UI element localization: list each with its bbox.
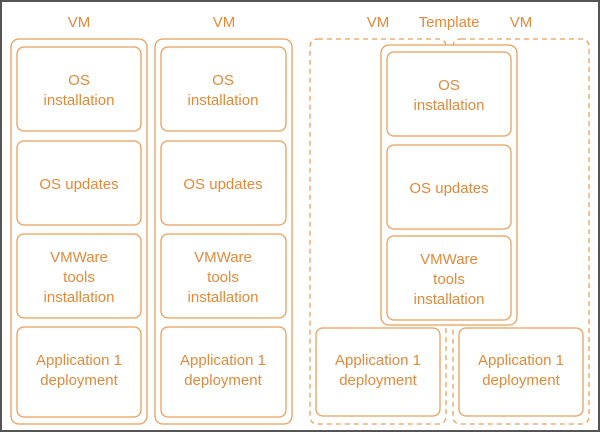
template-vmware-tools-text: VMWare tools installation	[414, 251, 485, 308]
vm-right-app-box: Application 1 deployment	[458, 327, 584, 417]
vm2-os-installation-box: OS installation	[160, 46, 287, 132]
vm1-outline	[10, 38, 148, 425]
label-line: installation	[414, 97, 485, 114]
label-line: tools	[207, 269, 239, 286]
label-line: deployment	[184, 372, 262, 389]
vm2-outline	[154, 38, 293, 425]
label-line: installation	[188, 92, 259, 109]
label-line: OS	[438, 77, 460, 94]
label-line: VMWare	[420, 251, 478, 268]
label-line: Application 1	[180, 352, 266, 369]
label-line: deployment	[339, 372, 417, 389]
vm2-os-updates-text: OS updates	[183, 176, 262, 193]
vm2-label: VM	[213, 14, 236, 31]
template-outline	[380, 44, 518, 326]
vm2-container: OS installation OS updates VMWare tools ins…	[154, 38, 293, 425]
vm1-app-box: Application 1 deployment	[16, 326, 142, 418]
vm2-vmware-tools-text: VMWare tools installation	[188, 249, 259, 306]
vm1-vmware-tools-text: VMWare tools installation	[44, 249, 115, 306]
vm1-os-updates-text: OS updates	[39, 176, 118, 193]
label-line: OS	[212, 72, 234, 89]
vm2-vmware-tools-box: VMWare tools installation	[160, 233, 287, 319]
vm-left-app-box: Application 1 deployment	[315, 327, 441, 417]
vm1-vmware-tools-box: VMWare tools installation	[16, 233, 142, 319]
vm1-os-installation-box: OS installation	[16, 46, 142, 132]
label-line: Application 1	[478, 352, 564, 369]
template-os-updates-box: OS updates	[386, 144, 512, 230]
vm-right-label: VM	[510, 14, 533, 31]
label-line: OS	[68, 72, 90, 89]
label-line: installation	[44, 289, 115, 306]
label-line: OS updates	[409, 180, 488, 197]
template-vmware-tools-box: VMWare tools installation	[386, 235, 512, 321]
label-line: installation	[188, 289, 259, 306]
vm2-app-text: Application 1 deployment	[180, 352, 266, 389]
label-line: VMWare	[50, 249, 108, 266]
template-label: Template	[419, 14, 480, 31]
label-line: deployment	[40, 372, 118, 389]
vm2-os-installation-text: OS installation	[188, 72, 259, 109]
vm2-os-updates-box: OS updates	[160, 140, 287, 226]
vm-left-label: VM	[367, 14, 390, 31]
vm-left-dashed-outline	[309, 38, 447, 425]
vm-right-app-text: Application 1 deployment	[478, 352, 564, 389]
vm1-os-updates-box: OS updates	[16, 140, 142, 226]
label-line: Application 1	[335, 352, 421, 369]
vm1-os-installation-text: OS installation	[44, 72, 115, 109]
vm-right-dashed-outline	[452, 38, 590, 425]
template-os-updates-text: OS updates	[409, 180, 488, 197]
template-container: OS installation OS updates VMWare tools ins…	[380, 44, 518, 326]
label-line: VMWare	[194, 249, 252, 266]
label-line: Application 1	[36, 352, 122, 369]
template-os-installation-box: OS installation	[386, 51, 512, 137]
template-os-installation-text: OS installation	[414, 77, 485, 114]
label-line: tools	[63, 269, 95, 286]
vm2-app-box: Application 1 deployment	[160, 326, 287, 418]
vm1-container: OS installation OS updates VMWare tools ins…	[10, 38, 148, 425]
label-line: OS updates	[183, 176, 262, 193]
label-line: installation	[414, 291, 485, 308]
label-line: deployment	[482, 372, 560, 389]
vm-left-app-text: Application 1 deployment	[335, 352, 421, 389]
vm1-label: VM	[68, 14, 91, 31]
label-line: tools	[433, 271, 465, 288]
label-line: OS updates	[39, 176, 118, 193]
label-line: installation	[44, 92, 115, 109]
vm1-app-text: Application 1 deployment	[36, 352, 122, 389]
